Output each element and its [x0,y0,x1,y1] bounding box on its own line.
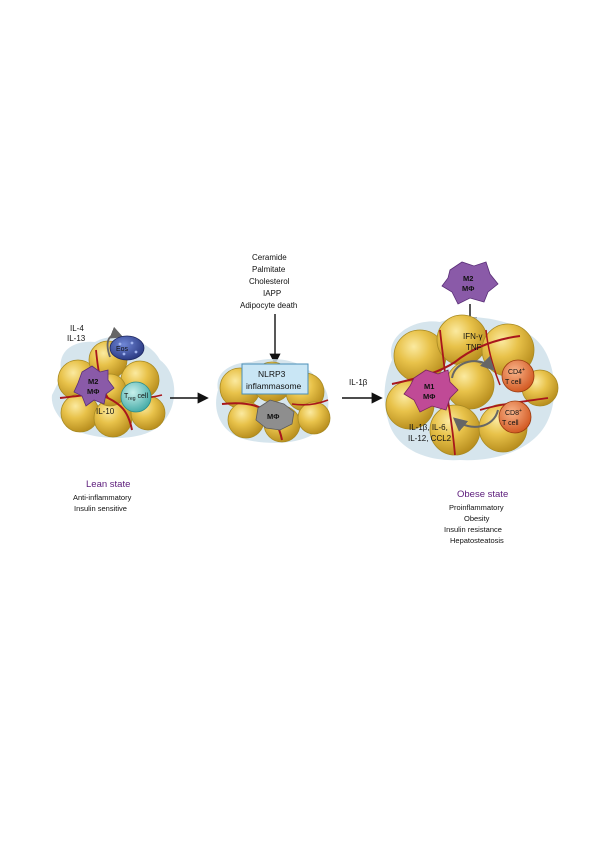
nlrp3-inflammasome-box: NLRP3 inflammasome [241,363,309,395]
lean-state-title: Lean state [86,479,130,490]
trigger-adipocyte-death: Adipocyte death [240,301,297,310]
obese-desc-4: Hepatosteatosis [450,536,504,545]
cd8-t-cell: CD8+ T cell [498,400,532,434]
mphi-label: MΦ [267,412,279,421]
lean-stimulus-label-2: IL-13 [67,334,86,343]
ifn-label: IFN-γ [463,332,483,341]
obese-m2-label-line1: M2 [463,274,473,283]
m2-macrophage-obese: M2 MΦ [441,261,499,305]
m2-label-line1: M2 [88,377,98,386]
m1-macrophage: M1 MΦ [403,369,459,413]
obese-cytokines-line1: IL-1β, IL-6, [409,423,448,432]
lean-stimulus-label-1: IL-4 [70,324,84,333]
m1-label-line1: M1 [424,382,434,391]
obese-m2-label-line2: MΦ [462,284,474,293]
cd8-label-line2: T cell [502,420,519,427]
trigger-palmitate: Palmitate [252,265,286,274]
macrophage-grey: MΦ [255,399,295,431]
eosinophil-cell: Eos [109,335,145,361]
m2-macrophage-lean: M2 MΦ [73,365,115,407]
il10-label: IL-10 [96,407,115,416]
cytokine-loop-arrow-bottom [452,409,499,432]
tnf-label: TNF [466,343,482,352]
cd4-t-cell: CD4+ T cell [501,359,535,393]
lean-desc-1: Anti-inflammatory [73,493,132,502]
cytokine-loop-arrow-top [451,355,495,379]
cd4-label-line1: CD4+ [508,367,525,376]
nlrp3-label-line1: NLRP3 [258,369,286,379]
trigger-ceramide: Ceramide [252,253,287,262]
il1b-label: IL-1β [349,378,368,387]
nlrp3-label-line2: inflammasome [246,381,302,391]
trigger-list: Ceramide Palmitate Cholesterol IAPP Adip… [240,253,297,310]
m2-label-line2: MΦ [87,387,99,396]
obese-state-title: Obese state [457,489,508,500]
cd4-label-line2: T cell [505,379,522,386]
m1-label-line2: MΦ [423,392,435,401]
obese-desc-2: Obesity [464,514,490,523]
eos-label: Eos [116,346,129,353]
obese-desc-1: Proinflammatory [449,503,504,512]
obese-desc-3: Insulin resistance [444,525,502,534]
obese-cytokines-line2: IL-12, CCL2 [408,434,452,443]
lean-desc-2: Insulin sensitive [74,504,127,513]
cd8-label-line1: CD8+ [505,408,522,417]
il4-il13-curved-arrow [106,326,124,358]
blood-vessel [291,399,329,406]
lean-state-cluster [51,336,175,438]
trigger-cholesterol: Cholesterol [249,277,290,286]
adipocyte [297,401,331,435]
trigger-iapp: IAPP [263,289,281,298]
